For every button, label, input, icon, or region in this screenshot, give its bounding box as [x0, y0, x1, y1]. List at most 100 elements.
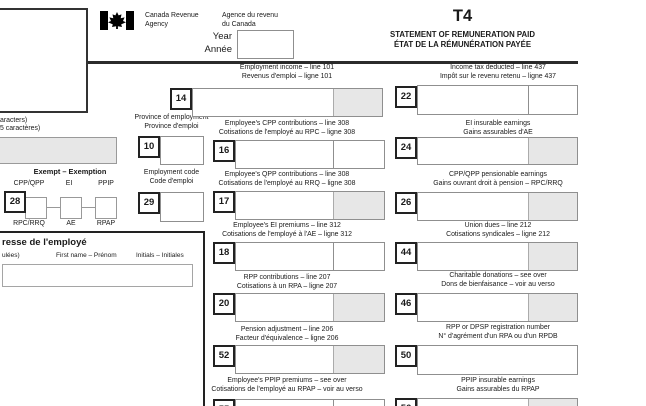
cents-area: [333, 400, 384, 406]
province-input[interactable]: [160, 136, 204, 165]
field-14-label: Employment income – line 101 Revenus d'e…: [239, 64, 335, 80]
year-label-fr: Année: [204, 44, 232, 55]
box-number-28: 28: [4, 191, 26, 213]
exempt-cppqpp-checkbox[interactable]: [25, 197, 47, 219]
exempt-label-rpap: RPAP: [96, 220, 116, 227]
field-50-label: RPP or DPSP registration number N° d'agr…: [438, 324, 558, 340]
form-code: T4: [452, 7, 473, 25]
field-46-input[interactable]: [417, 293, 578, 322]
field-22-input[interactable]: [417, 85, 578, 115]
agency-fr-line1: Agence du revenu: [222, 12, 278, 19]
employee-section-title: resse de l'employé: [2, 237, 87, 248]
box-number-14: 14: [170, 88, 192, 110]
cents-area: [333, 192, 384, 219]
cents-area: [333, 294, 384, 321]
field-24-input[interactable]: [417, 137, 578, 165]
employee-name-address-box: [0, 231, 205, 406]
exempt-connector: [82, 207, 95, 208]
exempt-connector: [47, 207, 60, 208]
cents-area: [528, 399, 577, 406]
year-input[interactable]: [237, 30, 294, 59]
field-24-label: EI insurable earnings Gains assurables d…: [463, 120, 533, 136]
box-number-56: 56: [395, 398, 417, 406]
employer-account-label-en: aracters): [0, 117, 28, 124]
box-number-44: 44: [395, 242, 417, 264]
field-14-input[interactable]: [192, 88, 383, 117]
field-16-input[interactable]: [235, 140, 385, 169]
field-55-label: Employee's PPIP premiums – see over Coti…: [211, 377, 363, 393]
exempt-label-cppqpp: CPP/QPP: [13, 180, 45, 187]
agency-en-line2: Agency: [145, 20, 168, 28]
employment-code-input[interactable]: [160, 192, 204, 222]
field-44-label: Union dues – line 212 Cotisations syndic…: [446, 222, 550, 238]
cents-area: [528, 193, 577, 220]
box-number-22: 22: [395, 86, 417, 108]
field-17-label: Employee's QPP contributions – line 308 …: [218, 171, 356, 187]
form-title-block: T4 STATEMENT OF REMUNERATION PAID ÉTAT D…: [360, 6, 565, 50]
box-number-17: 17: [213, 191, 235, 213]
agency-name-fr: Agence du revenu du Canada: [222, 12, 278, 29]
employee-name-input[interactable]: [2, 264, 193, 287]
field-17-input[interactable]: [235, 191, 385, 220]
field-18-label: Employee's EI premiums – line 312 Cotisa…: [222, 222, 352, 238]
cents-area: [528, 243, 577, 270]
cents-area: [528, 86, 577, 114]
form-title-fr: ÉTAT DE LA RÉMUNÉRATION PAYÉE: [393, 40, 532, 49]
exempt-label-ae: AE: [66, 220, 76, 227]
employer-name-box[interactable]: [0, 8, 88, 113]
box-number-46: 46: [395, 293, 417, 315]
canada-flag-icon: [100, 11, 134, 35]
exempt-label-ppip: PPIP: [98, 180, 114, 187]
exempt-label-ei: EI: [65, 180, 73, 187]
employee-lastname-label: ulées): [2, 252, 20, 259]
cents-area: [333, 89, 382, 116]
cents-area: [333, 243, 384, 270]
employment-code-label: Employment code Code d'emploi: [143, 169, 200, 185]
field-56-label: PPIP insurable earnings Gains assurables…: [456, 377, 540, 393]
cents-area: [333, 141, 384, 168]
field-26-label: CPP/QPP pensionable earnings Gains ouvra…: [433, 171, 563, 187]
field-55-input[interactable]: [235, 399, 385, 406]
box-number-10: 10: [138, 136, 160, 158]
box-number-26: 26: [395, 192, 417, 214]
box-number-55: 55: [213, 399, 235, 406]
form-title-en: STATEMENT OF REMUNERATION PAID: [390, 30, 535, 39]
cents-area: [333, 346, 384, 373]
exempt-ei-checkbox[interactable]: [60, 197, 82, 219]
employer-account-label-fr: 5 caractères): [0, 125, 41, 132]
year-label: Year Année: [148, 30, 232, 56]
box-number-24: 24: [395, 137, 417, 159]
field-26-input[interactable]: [417, 192, 578, 221]
field-16-label: Employee's CPP contributions – line 308 …: [218, 120, 356, 136]
employer-account-number-box[interactable]: [0, 137, 117, 164]
field-56-input[interactable]: [417, 398, 578, 406]
header-rule: [88, 61, 578, 64]
employee-firstname-label: First name – Prénom: [56, 252, 117, 259]
agency-en-line1: Canada Revenue: [145, 12, 199, 19]
box-number-20: 20: [213, 293, 235, 315]
field-44-input[interactable]: [417, 242, 578, 271]
agency-name-en: Canada Revenue Agency: [145, 12, 199, 29]
field-22-label: Income tax deducted – line 437 Impôt sur…: [439, 64, 557, 80]
year-label-en: Year: [212, 31, 232, 42]
exempt-title: Exempt – Exemption: [33, 167, 107, 176]
box-number-16: 16: [213, 140, 235, 162]
field-50-input[interactable]: [417, 345, 578, 375]
exempt-ppip-checkbox[interactable]: [95, 197, 117, 219]
agency-fr-line2: du Canada: [222, 20, 256, 28]
cents-area: [528, 138, 577, 164]
field-46-label: Charitable donations – see over Dons de …: [441, 272, 555, 288]
box-number-52: 52: [213, 345, 235, 367]
province-label: Province of employment Province d'emploi: [134, 114, 209, 130]
field-52-input[interactable]: [235, 345, 385, 374]
field-20-input[interactable]: [235, 293, 385, 322]
field-18-input[interactable]: [235, 242, 385, 271]
exempt-label-rpcrrq: RPC/RRQ: [13, 220, 45, 227]
box-number-29: 29: [138, 192, 160, 214]
box-number-18: 18: [213, 242, 235, 264]
employee-initials-label: Initials – Initiales: [136, 252, 184, 259]
field-20-label: RPP contributions – line 207 Cotisations…: [236, 274, 338, 290]
field-52-label: Pension adjustment – line 206 Facteur d'…: [235, 326, 339, 342]
cents-area: [528, 294, 577, 321]
